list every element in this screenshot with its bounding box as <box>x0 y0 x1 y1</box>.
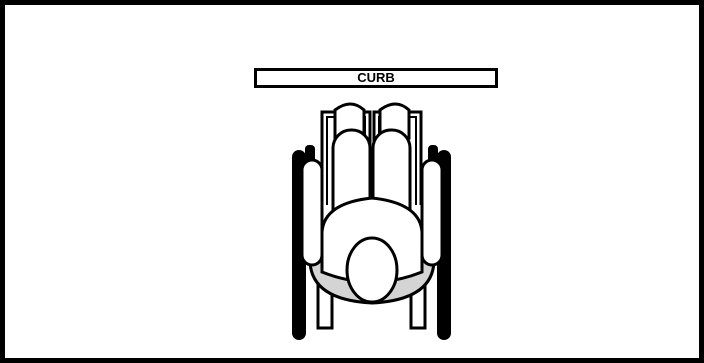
left-armrest <box>302 160 322 265</box>
head <box>347 238 397 302</box>
right-armrest <box>422 160 442 265</box>
wheelchair-user-top-view-icon <box>5 5 699 358</box>
